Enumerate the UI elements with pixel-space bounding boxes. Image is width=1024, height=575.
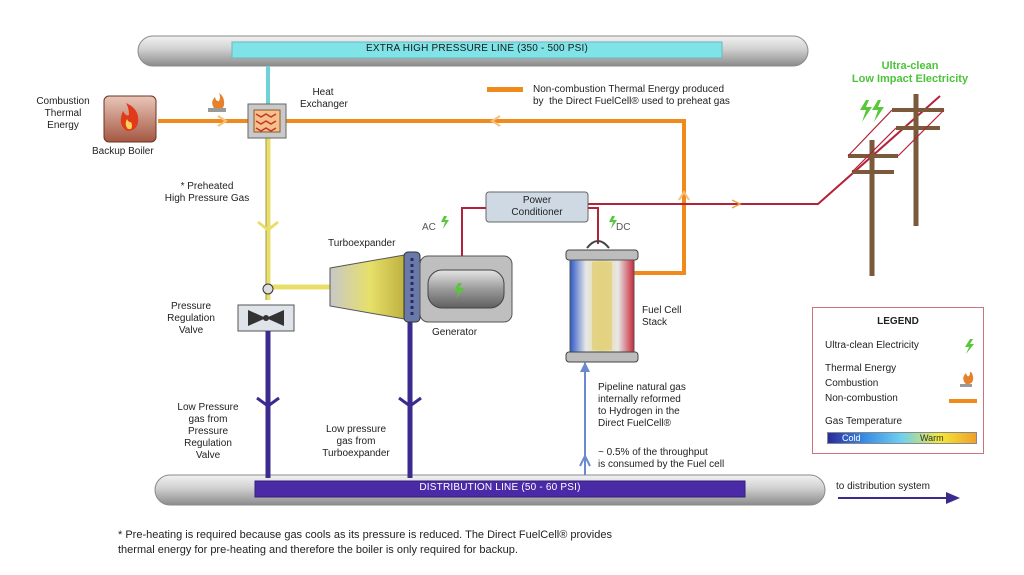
legend-ultra-clean: Ultra-clean Electricity [825, 340, 919, 351]
legend-thermal-energy: Thermal Energy [825, 363, 897, 374]
dc-line [588, 207, 599, 244]
non-combustion-thermal-line [286, 119, 686, 275]
lightning-icon [441, 216, 449, 229]
legend-orange-swatch [949, 399, 977, 403]
lightning-icon [965, 339, 974, 354]
gas-temperature-gradient: Cold Warm [827, 432, 977, 444]
generator-icon [419, 255, 513, 323]
flow-arrow-yellow [257, 220, 279, 232]
dc-label: DC [616, 222, 631, 233]
pipeline-gas-note: Pipeline natural gas internally reformed… [598, 382, 686, 429]
pole-wires [847, 109, 945, 173]
flame-icon [960, 372, 974, 387]
legend-title: LEGEND [877, 316, 919, 327]
power-conditioner-label: Power Conditioner [511, 195, 563, 218]
high-pressure-line-label: EXTRA HIGH PRESSURE LINE (350 - 500 PSI) [366, 43, 588, 54]
non-combustion-note: Non-combustion Thermal Energy produced b… [533, 84, 730, 107]
generator-label: Generator [432, 327, 478, 338]
lightning-icon [860, 100, 884, 122]
low-pressure-turbo-label: Low pressure gas from Turboexpander [322, 424, 390, 459]
pressure-regulation-valve-icon [237, 283, 295, 332]
legend-non-combustion: Non-combustion [825, 393, 898, 404]
combustion-thermal-energy-label: Combustion Thermal Energy [36, 96, 90, 131]
turboexpander-icon [329, 251, 421, 323]
ac-line [461, 207, 486, 256]
legend-combustion: Combustion [825, 378, 879, 389]
distribution-line [154, 474, 826, 506]
fuel-cell-stack-label: Fuel Cell Stack [642, 305, 682, 328]
output-electric-line [588, 95, 941, 205]
legend-gas-temperature: Gas Temperature [825, 416, 903, 427]
legend-warm: Warm [920, 433, 944, 443]
utility-pole-icon [848, 140, 898, 276]
arrow-right-icon [838, 492, 960, 504]
distribution-line-label: DISTRIBUTION LINE (50 - 60 PSI) [419, 482, 581, 493]
ac-label: AC [422, 222, 436, 233]
heat-exchanger-icon [247, 103, 287, 139]
pressure-regulation-valve-label: Pressure Regulation Valve [167, 301, 215, 336]
utility-pole-icon [892, 94, 944, 226]
turboexpander-label: Turboexpander [328, 238, 396, 249]
footnote: * Pre-heating is required because gas co… [118, 529, 612, 556]
backup-boiler-label: Backup Boiler [92, 146, 154, 157]
extra-high-pressure-line [137, 35, 809, 67]
legend-cold: Cold [842, 433, 861, 443]
preheated-gas-label: * Preheated High Pressure Gas [164, 181, 250, 204]
legend-swatch-inline [487, 87, 523, 92]
lightning-icon [609, 216, 617, 229]
low-pressure-valve-label: Low Pressure gas from Pressure Regulatio… [177, 402, 239, 461]
throughput-note: ~ 0.5% of the throughput is consumed by … [598, 447, 725, 470]
heat-exchanger-label: Heat Exchanger [300, 87, 348, 110]
legend: LEGEND Ultra-clean Electricity Thermal E… [812, 307, 984, 454]
flame-icon [208, 93, 226, 112]
backup-boiler-icon [103, 95, 157, 143]
ultra-clean-title: Ultra-clean Low Impact Electricity [851, 60, 969, 85]
fuel-cell-stack-icon [565, 240, 639, 363]
to-distribution-label: to distribution system [836, 481, 930, 492]
